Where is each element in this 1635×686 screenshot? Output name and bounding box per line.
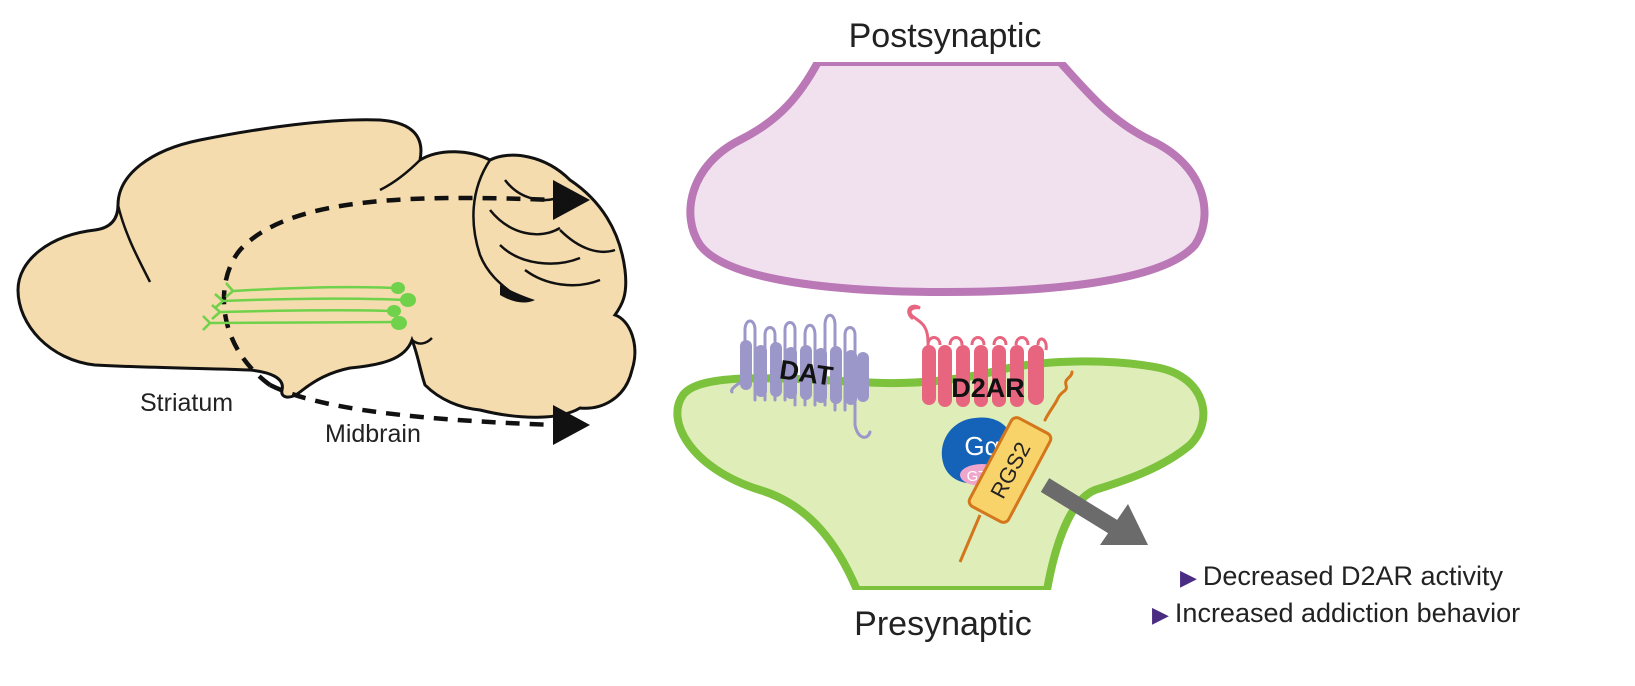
neuron-soma <box>400 293 416 307</box>
midbrain-label: Midbrain <box>325 420 421 448</box>
cortex-fold <box>379 159 421 192</box>
outcome-2: ▶Increased addiction behavior <box>1152 598 1520 629</box>
d2ar-loops <box>926 336 1048 351</box>
dat-helices <box>740 340 869 405</box>
outcome-text: Decreased D2AR activity <box>1202 561 1504 591</box>
neuron-axon <box>219 309 393 314</box>
dat-helix <box>785 347 797 399</box>
d2ar-helix <box>1010 345 1024 407</box>
neuron-terminal <box>211 304 221 320</box>
right-triangle-icon: ▶ <box>1152 602 1169 627</box>
postsynaptic-membrane <box>686 58 1209 296</box>
arrowhead-bottom <box>553 405 590 445</box>
d2ar-helix <box>938 345 952 407</box>
outcome-arrow-shaft <box>1040 478 1120 535</box>
d2ar-helices <box>922 345 1044 407</box>
outcome-text: Increased addiction behavior <box>1174 598 1521 628</box>
brain-outline <box>16 118 637 419</box>
dat-helix <box>770 342 782 397</box>
striatum-label: Striatum <box>140 389 233 417</box>
neuron-axon <box>232 285 396 293</box>
dat-transporter: DAT <box>730 313 872 439</box>
dat-helix <box>800 345 812 400</box>
rgs2-tail-top <box>1043 370 1074 422</box>
dat-label: DAT <box>778 355 836 392</box>
neuron-terminal <box>225 282 234 298</box>
dat-loops <box>730 313 872 439</box>
arrowhead-top <box>553 180 590 220</box>
dat-helix <box>740 340 752 390</box>
dopamine-neurons <box>202 282 406 331</box>
dat-helix <box>845 350 857 405</box>
outcome-arrow-head <box>1100 504 1148 545</box>
dat-helix <box>830 346 842 404</box>
neuron-soma <box>391 316 407 330</box>
neuron-terminal <box>214 293 224 309</box>
neuron-soma <box>387 305 401 317</box>
rgs2-tail-bottom <box>958 514 982 563</box>
presynaptic-terminal: Presynaptic <box>673 357 1208 643</box>
olfactory-fold <box>116 204 152 283</box>
post-top-mask <box>800 54 1080 62</box>
d2ar-n-terminus <box>907 304 930 344</box>
neuron-terminal <box>202 315 211 331</box>
dat-helix <box>755 345 767 397</box>
d2ar-label: D2AR <box>951 373 1025 403</box>
right-triangle-icon: ▶ <box>1180 565 1197 590</box>
projection-arrow-top <box>221 195 556 387</box>
neuron-soma <box>391 282 405 294</box>
neuron-axon <box>222 297 406 303</box>
brain-fissure <box>500 285 535 303</box>
neuron-somas <box>387 282 416 330</box>
brainstem-fold <box>411 337 433 345</box>
rgs2-body <box>967 416 1053 524</box>
neuron-axon <box>209 320 396 325</box>
d2ar-helix <box>1028 345 1044 405</box>
outcome-1: ▶Decreased D2AR activity <box>1180 561 1503 592</box>
presynaptic-label: Presynaptic <box>854 605 1032 643</box>
postsynaptic-terminal: Postsynaptic <box>686 17 1209 296</box>
d2ar-helix <box>992 345 1006 407</box>
pre-bottom-mask <box>840 590 1060 600</box>
dat-helix <box>857 352 869 402</box>
d2ar-helix <box>956 345 970 407</box>
outcome-arrow <box>1040 478 1148 545</box>
d2ar-receptor: D2AR <box>907 304 1048 407</box>
d2ar-helix <box>974 345 988 407</box>
brain-illustration: Striatum Midbrain <box>16 118 637 448</box>
postsynaptic-label: Postsynaptic <box>849 17 1042 55</box>
dat-helix <box>815 348 827 403</box>
d2ar-helix <box>922 345 936 405</box>
